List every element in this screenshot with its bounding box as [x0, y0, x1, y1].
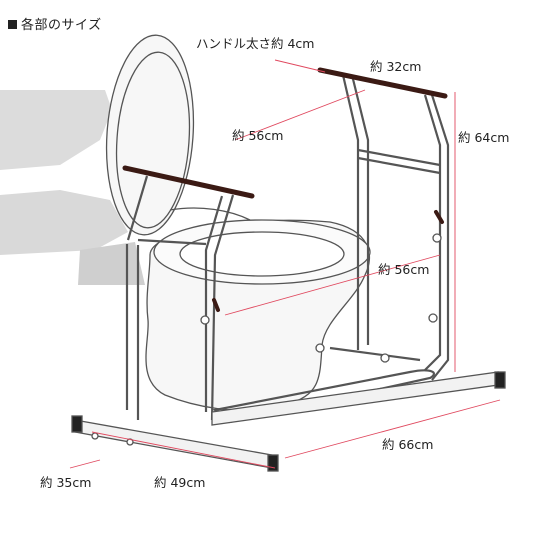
label-inner-depth: 約 56cm — [378, 262, 430, 277]
label-inner-width: 約 49cm — [154, 475, 206, 490]
toilet-bowl — [145, 207, 371, 412]
label-diagonal-length: 約 56cm — [232, 128, 284, 143]
wall-shadow — [0, 90, 145, 285]
base-bars — [71, 233, 506, 472]
label-base-depth: 約 66cm — [382, 437, 434, 452]
label-height: 約 64cm — [458, 130, 510, 145]
label-handle-thickness: ハンドル太さ約 4cm — [196, 36, 315, 51]
section-heading: 各部のサイズ — [8, 14, 102, 33]
support-frame — [125, 74, 450, 424]
heading-square-icon — [8, 20, 17, 29]
label-foot-width: 約 35cm — [40, 475, 92, 490]
toilet-lid — [105, 34, 195, 236]
hand-grips — [122, 67, 448, 312]
label-handle-length: 約 32cm — [370, 59, 422, 74]
dimension-lines — [69, 59, 501, 469]
